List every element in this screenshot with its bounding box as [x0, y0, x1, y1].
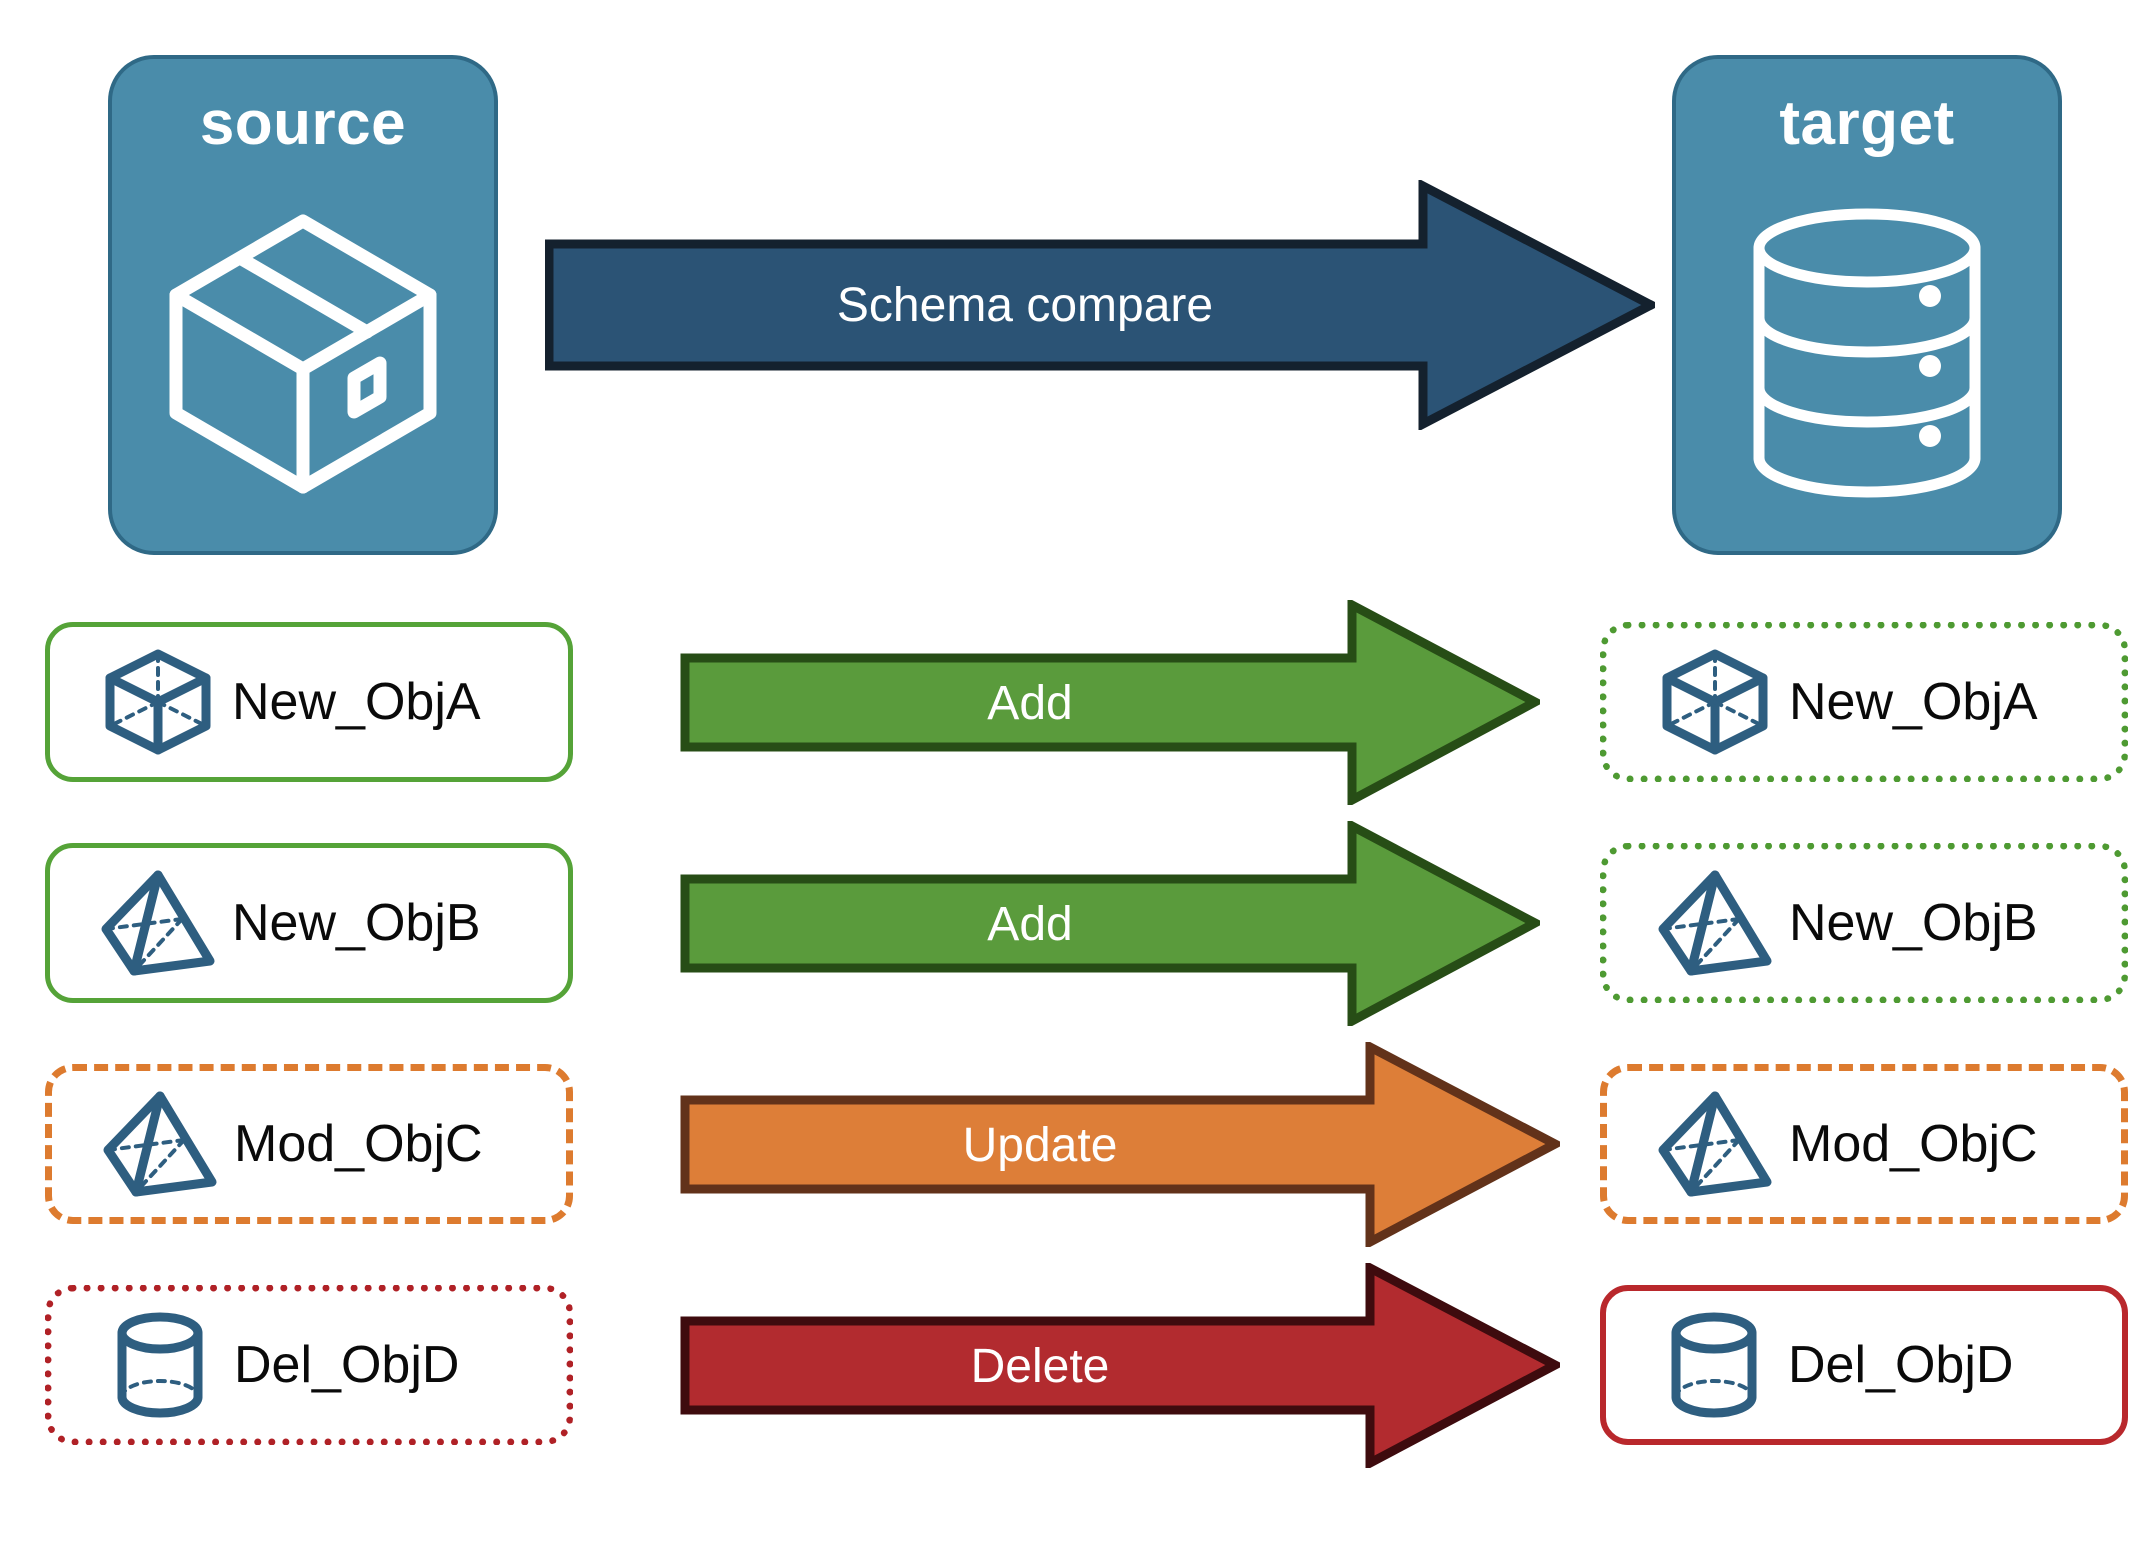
pyramid-wireframe-icon	[100, 1089, 220, 1199]
source-object-label: New_ObjB	[232, 894, 481, 952]
source-object-card[interactable]: Del_ObjD	[45, 1285, 573, 1445]
pyramid-wireframe-icon	[1655, 1089, 1775, 1199]
action-arrow-add[interactable]: Add	[680, 818, 1545, 1029]
action-label: Add	[987, 676, 1073, 730]
change-row: New_ObjB Add New_ObjB	[0, 818, 2150, 1029]
cylinder-wireframe-icon	[100, 1310, 220, 1420]
pyramid-wireframe-icon	[98, 868, 218, 978]
target-endpoint-card[interactable]: target	[1672, 55, 2062, 555]
action-label: Delete	[970, 1339, 1110, 1393]
database-cylinder-icon	[1676, 155, 2058, 551]
cylinder-wireframe-icon	[1654, 1310, 1774, 1420]
target-object-label: Mod_ObjC	[1789, 1115, 2038, 1173]
source-object-label: Del_ObjD	[234, 1336, 460, 1394]
source-endpoint-card[interactable]: source	[108, 55, 498, 555]
source-object-card[interactable]: Mod_ObjC	[45, 1064, 573, 1224]
target-object-card[interactable]: Mod_ObjC	[1600, 1064, 2128, 1224]
action-label: Add	[987, 897, 1073, 951]
schema-compare-label: Schema compare	[836, 278, 1214, 332]
change-row: New_ObjA Add	[0, 597, 2150, 808]
target-object-card[interactable]: New_ObjA	[1600, 622, 2128, 782]
target-object-label: New_ObjB	[1789, 894, 2038, 952]
cube-wireframe-icon	[1655, 647, 1775, 757]
source-object-label: Mod_ObjC	[234, 1115, 483, 1173]
source-object-card[interactable]: New_ObjB	[45, 843, 573, 1003]
package-box-icon	[112, 155, 494, 551]
change-row: Mod_ObjC Update Mod_ObjC	[0, 1039, 2150, 1250]
target-object-card[interactable]: Del_ObjD	[1600, 1285, 2128, 1445]
target-title: target	[1779, 89, 1955, 158]
target-object-card[interactable]: New_ObjB	[1600, 843, 2128, 1003]
target-object-label: New_ObjA	[1789, 673, 2038, 731]
target-object-label: Del_ObjD	[1788, 1336, 2014, 1394]
action-arrow-add[interactable]: Add	[680, 597, 1545, 808]
source-title: source	[199, 89, 407, 158]
source-object-label: New_ObjA	[232, 673, 481, 731]
cube-wireframe-icon	[98, 647, 218, 757]
action-label: Update	[962, 1118, 1118, 1172]
pyramid-wireframe-icon	[1655, 868, 1775, 978]
change-row: Del_ObjD Delete Del_ObjD	[0, 1260, 2150, 1471]
action-arrow-update[interactable]: Update	[680, 1039, 1565, 1250]
schema-compare-arrow[interactable]: Schema compare	[544, 178, 1661, 432]
action-arrow-delete[interactable]: Delete	[680, 1260, 1565, 1471]
source-object-card[interactable]: New_ObjA	[45, 622, 573, 782]
